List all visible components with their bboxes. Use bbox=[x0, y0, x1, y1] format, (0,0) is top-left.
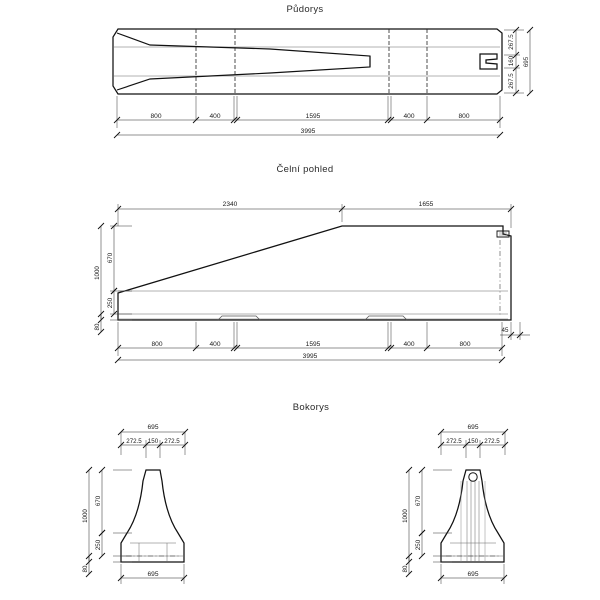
side-profile-left: 695 272.5 150 272.5 bbox=[82, 424, 189, 584]
plan-dim-overall-695: 695 bbox=[523, 56, 530, 67]
plan-dim-160: 160 bbox=[508, 55, 515, 66]
plan-section-marks bbox=[195, 29, 428, 94]
side-left-dim-670: 670 bbox=[95, 495, 102, 506]
side-right-dim-top-695: 695 bbox=[467, 424, 478, 431]
lifting-hole-icon bbox=[468, 472, 478, 482]
front-dimensions-bottom: 800 400 1595 400 800 3995 45 bbox=[114, 322, 530, 364]
front-dimensions-top: 2340 1655 bbox=[114, 201, 515, 228]
front-dim-800-left: 800 bbox=[151, 341, 162, 348]
plan-dim-400-left: 400 bbox=[209, 113, 220, 120]
side-profile-right: 695 272.5 150 272.5 bbox=[402, 424, 509, 584]
side-left-dim-250: 250 bbox=[95, 539, 102, 550]
plan-dim-overall-3995: 3995 bbox=[301, 128, 316, 135]
front-dim-45: 45 bbox=[502, 327, 509, 334]
view-plan: Půdorys bbox=[112, 4, 534, 139]
front-dim-670: 670 bbox=[107, 252, 114, 263]
plan-dim-2675-top: 267.5 bbox=[508, 34, 515, 50]
side-right-dim-2725-a: 272.5 bbox=[446, 438, 462, 445]
side-right-dim-150: 150 bbox=[468, 438, 479, 445]
view-front: Čelní pohled 2340 1655 bbox=[94, 164, 530, 364]
front-dim-400-left: 400 bbox=[209, 341, 220, 348]
plan-dim-800-left: 800 bbox=[150, 113, 161, 120]
side-right-dim-670: 670 bbox=[415, 495, 422, 506]
front-dim-800-right: 800 bbox=[459, 341, 470, 348]
view-title-plan: Půdorys bbox=[287, 4, 324, 15]
plan-dim-800-right: 800 bbox=[458, 113, 469, 120]
front-dim-250: 250 bbox=[107, 297, 114, 308]
front-dimensions-vertical: 1000 670 250 80 bbox=[94, 222, 132, 336]
side-right-dim-80: 80 bbox=[402, 565, 409, 572]
plan-dim-400-right: 400 bbox=[403, 113, 414, 120]
plan-dim-1595: 1595 bbox=[306, 113, 321, 120]
front-dim-80: 80 bbox=[94, 323, 101, 330]
side-left-dim-top-695: 695 bbox=[147, 424, 158, 431]
side-left-dim-1000: 1000 bbox=[82, 509, 89, 523]
front-dim-overall-1000: 1000 bbox=[94, 266, 101, 280]
view-side: Bokorys 695 272.5 150 272.5 bbox=[82, 402, 509, 584]
side-left-dim-80: 80 bbox=[82, 565, 89, 572]
view-title-side: Bokorys bbox=[293, 402, 329, 413]
front-dim-2340: 2340 bbox=[223, 201, 238, 208]
front-dim-1595: 1595 bbox=[306, 341, 321, 348]
side-left-dim-2725-b: 272.5 bbox=[164, 438, 180, 445]
side-right-dim-bottom-695: 695 bbox=[467, 571, 478, 578]
front-dim-1655: 1655 bbox=[419, 201, 434, 208]
plan-outline bbox=[112, 28, 503, 95]
side-left-dim-2725-a: 272.5 bbox=[126, 438, 142, 445]
front-dim-400-right: 400 bbox=[403, 341, 414, 348]
front-dim-overall-3995: 3995 bbox=[303, 353, 318, 360]
side-right-dim-1000: 1000 bbox=[402, 509, 409, 523]
front-outline bbox=[117, 225, 512, 321]
view-title-front: Čelní pohled bbox=[277, 164, 334, 175]
side-right-dim-250: 250 bbox=[415, 539, 422, 550]
side-left-dim-bottom-695: 695 bbox=[147, 571, 158, 578]
side-left-dim-150: 150 bbox=[148, 438, 159, 445]
plan-dimensions-vertical: 267.5 160 267.5 695 bbox=[504, 26, 534, 97]
plan-dim-2675-bottom: 267.5 bbox=[508, 73, 515, 89]
plan-dimensions-horizontal: 800 400 1595 400 800 3995 bbox=[113, 96, 504, 139]
side-right-dim-2725-b: 272.5 bbox=[484, 438, 500, 445]
